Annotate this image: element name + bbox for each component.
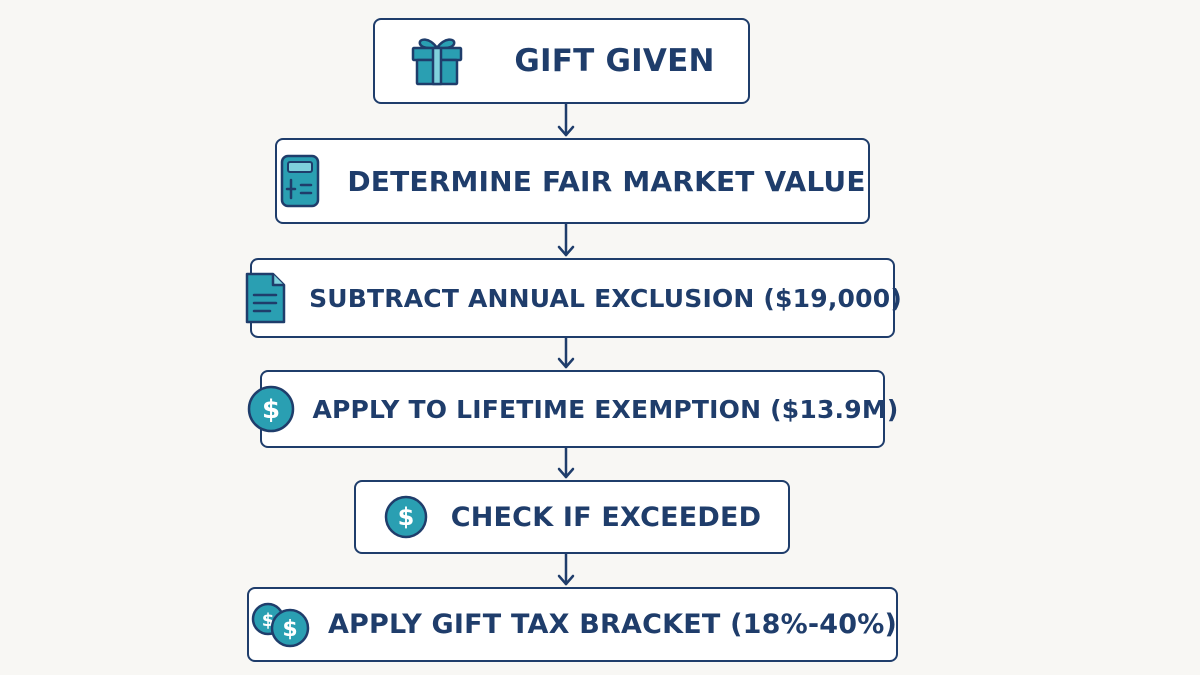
connector-arrow-5-6	[557, 552, 575, 586]
svg-text:$: $	[397, 503, 414, 531]
document-icon	[243, 271, 287, 325]
step-label: GIFT GIVEN	[514, 43, 715, 79]
step-gift-given: GIFT GIVEN	[373, 18, 750, 104]
step-label: DETERMINE FAIR MARKET VALUE	[347, 164, 866, 198]
step-subtract-annual-exclusion: SUBTRACT ANNUAL EXCLUSION ($19,000)	[245, 258, 902, 338]
coins-icon: $ $	[248, 600, 312, 650]
connector-arrow-4-5	[557, 446, 575, 479]
connector-arrow-1-2	[557, 102, 575, 137]
step-check-if-exceeded: $ CHECK IF EXCEEDED	[354, 480, 790, 554]
step-apply-gift-tax-bracket: $ $ APPLY GIFT TAX BRACKET (18%-40%)	[247, 587, 898, 662]
step-label: APPLY TO LIFETIME EXEMPTION ($13.9M)	[312, 394, 899, 424]
svg-text:$: $	[282, 617, 297, 642]
step-label: APPLY GIFT TAX BRACKET (18%-40%)	[327, 609, 898, 640]
dollar-coin-icon: $	[246, 384, 296, 434]
step-apply-to-lifetime-exemption: $ APPLY TO LIFETIME EXEMPTION ($13.9M)	[248, 370, 898, 448]
svg-text:$: $	[262, 395, 280, 425]
dollar-coin-icon: $	[383, 494, 429, 540]
step-label: SUBTRACT ANNUAL EXCLUSION ($19,000)	[309, 283, 902, 313]
step-determine-fair-market-value: DETERMINE FAIR MARKET VALUE	[275, 138, 870, 224]
step-label: CHECK IF EXCEEDED	[450, 501, 762, 533]
connector-arrow-2-3	[557, 222, 575, 257]
calculator-icon	[279, 154, 321, 208]
connector-arrow-3-4	[557, 336, 575, 369]
gift-icon	[408, 35, 466, 87]
